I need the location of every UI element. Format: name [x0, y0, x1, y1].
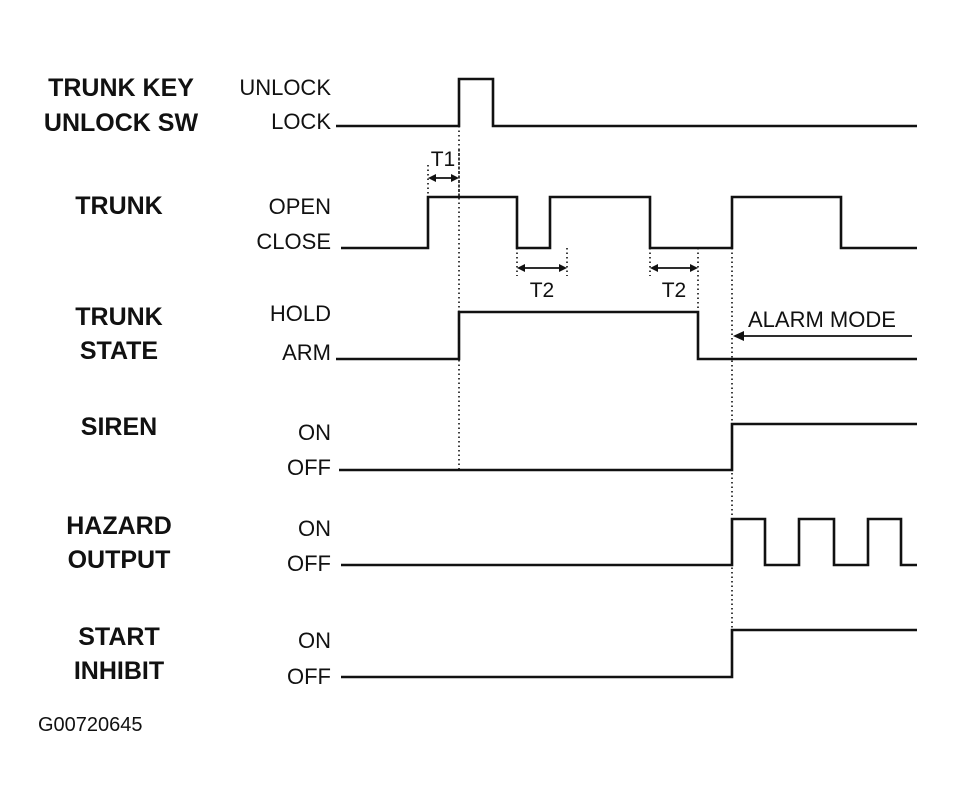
start-inhibit-waveform — [341, 628, 917, 679]
siren-high-label: ON — [298, 420, 331, 445]
trunk-waveform — [341, 195, 917, 250]
trunk-key-name-line2: UNLOCK SW — [44, 109, 199, 137]
trunk-high-label: OPEN — [269, 194, 331, 219]
siren-low-label: OFF — [287, 455, 331, 480]
t1-arrowhead-left — [428, 174, 436, 182]
t2b-arrowhead-right — [690, 264, 698, 272]
t2a-label: T2 — [530, 279, 555, 302]
t2a-arrowhead-left — [517, 264, 525, 272]
hazard-name-line1: HAZARD — [66, 512, 172, 540]
trunk-low-label: CLOSE — [256, 229, 331, 254]
start-inhibit-low-label: OFF — [287, 664, 331, 689]
trunk-state-name-line2: STATE — [80, 337, 158, 365]
alarm-mode-label: ALARM MODE — [748, 307, 896, 332]
start-inhibit-name-line2: INHIBIT — [74, 657, 164, 685]
trunk-key-name-line1: TRUNK KEY — [48, 74, 194, 102]
trunk-state-high-label: HOLD — [270, 301, 331, 326]
trunk-key-low-label: LOCK — [271, 109, 331, 134]
t2b-arrowhead-left — [650, 264, 658, 272]
trunk-state-name-line1: TRUNK — [75, 303, 163, 331]
siren-waveform — [339, 422, 917, 472]
hazard-name-line2: OUTPUT — [68, 546, 171, 574]
trunk-key-waveform — [336, 77, 917, 128]
t2b-label: T2 — [662, 279, 687, 302]
alarm-mode-arrowhead — [733, 331, 744, 341]
siren-name: SIREN — [81, 413, 157, 441]
t2a-arrowhead-right — [559, 264, 567, 272]
hazard-high-label: ON — [298, 516, 331, 541]
t1-label: T1 — [431, 148, 456, 171]
start-inhibit-high-label: ON — [298, 628, 331, 653]
hazard-low-label: OFF — [287, 551, 331, 576]
hazard-waveform — [341, 517, 917, 567]
trunk-state-waveform — [336, 310, 917, 361]
start-inhibit-name-line1: START — [78, 623, 159, 651]
t1-arrowhead-right — [451, 174, 459, 182]
trunk-key-high-label: UNLOCK — [239, 75, 331, 100]
trunk-state-low-label: ARM — [282, 340, 331, 365]
figure-code: G00720645 — [38, 714, 143, 736]
trunk-name: TRUNK — [75, 192, 163, 220]
